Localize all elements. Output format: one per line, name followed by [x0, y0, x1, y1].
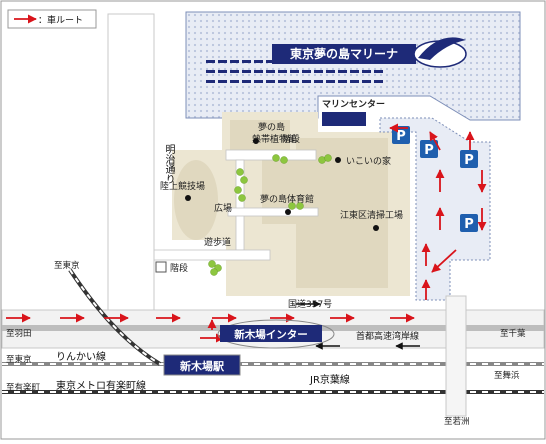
parking-icon: P [396, 129, 406, 144]
stairs-lower-label: 階段 [170, 262, 188, 274]
track-dot [185, 195, 191, 201]
car-route [6, 123, 487, 343]
parking-icon: P [424, 143, 434, 158]
meiji-dori-road [107, 13, 155, 315]
station-label: 新木場駅 [180, 359, 224, 373]
stairs-lower-icon [155, 261, 167, 273]
marina-label-box [272, 44, 416, 64]
to-yurakucho-label: 至有楽町 [6, 382, 41, 393]
parking-icons: P P P P [392, 126, 478, 232]
yurakucho-label: 東京メトロ有楽町線 [56, 379, 146, 392]
to-wakasu-label: 至若洲 [444, 416, 470, 427]
legend-label: ：車ルート [38, 14, 83, 26]
track-label: 陸上競技場 [160, 180, 205, 192]
tropical-garden-label-2: 熱帯植物館 [252, 133, 297, 145]
stairs-upper-label: 階段 [282, 133, 300, 145]
gym-dot [285, 209, 291, 215]
to-haneda-label: 至羽田 [6, 329, 32, 339]
station-box [163, 354, 241, 376]
gym-label: 夢の島体育館 [260, 193, 314, 205]
ikoi-label: いこいの家 [346, 155, 391, 167]
cleaning-plant-dot [373, 225, 379, 231]
parking-icon: P [464, 153, 474, 168]
to-maihama-label: 至舞浜 [494, 370, 520, 381]
cleaning-plant-label: 江東区清掃工場 [340, 209, 403, 221]
route357-label: 国道357号 [288, 298, 332, 310]
to-tokyo-tele-label: 至東京 [6, 354, 32, 365]
ikoi-dot [335, 157, 341, 163]
interchange-box [220, 325, 322, 342]
tropical-garden-dot [253, 138, 259, 144]
rinkai-label: りんかい線 [56, 350, 106, 363]
parking-icon: P [464, 217, 474, 232]
marina-name: 東京夢の島マリーナ [290, 46, 398, 61]
marine-center-building [322, 112, 366, 126]
interchange-label: 新木場インター [234, 328, 308, 341]
to-tokyo-label: 至東京 [54, 260, 80, 271]
keiyo-label: JR京葉線 [309, 373, 350, 386]
wakasu-road [445, 295, 467, 417]
trees [208, 154, 332, 276]
marine-center-label: マリンセンター [322, 98, 385, 110]
expressway-label: 首都高速湾岸線 [356, 330, 419, 342]
walkways [149, 149, 319, 261]
tropical-garden-label-1: 夢の島 [258, 121, 285, 133]
to-chiba-label: 至千葉 [500, 328, 526, 339]
marina-logo-icon [413, 37, 467, 68]
plaza-label: 広場 [214, 202, 232, 214]
promenade-label: 遊歩道 [204, 236, 231, 248]
